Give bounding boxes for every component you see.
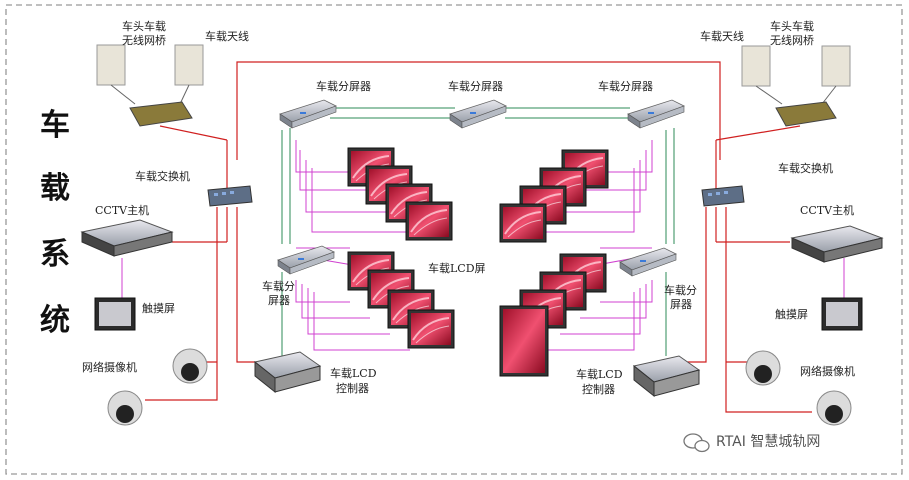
side-title-char: 统 [40,303,70,338]
lcd-screen-icon [407,309,455,349]
right-lcd-ctrl-label: 控制器 [582,382,615,396]
left-bridge-label: 无线网桥 [122,33,166,47]
antenna-panel-icon [741,45,771,87]
watermark: RTAI 智慧城轨网 [683,433,820,453]
left-antenna-label: 车载天线 [205,29,249,43]
lcd-group-bottom-right [499,253,607,377]
left-switch-label: 车载交换机 [135,169,190,183]
antenna-panel-icon [174,44,204,86]
left-lcd-ctrl-label: 车载LCD [330,366,377,380]
left-touch-label: 触摸屏 [142,301,175,315]
top-splitter-label: 车载分屏器 [316,79,371,93]
side-title: 车 载 系 统 [40,108,70,338]
wireless-bridge-icon [129,101,193,127]
top-splitter-label: 车载分屏器 [448,79,503,93]
right-camera-icon [745,350,852,426]
right-splitter-icon [619,247,677,277]
left-bridge [96,44,204,127]
right-lcd-controller-icon [632,355,701,398]
left-camera-label: 网络摄像机 [82,360,137,374]
top-splitter-icon [627,99,685,129]
right-antenna-label: 车载天线 [700,29,744,43]
top-splitter-label: 车载分屏器 [598,79,653,93]
left-switch-icon [207,185,253,207]
antenna-panel-icon [96,44,126,86]
right-switch-label: 车载交换机 [778,161,833,175]
watermark-text: RTAI 智慧城轨网 [716,434,820,450]
right-switch-icon [701,185,745,207]
right-splitter-label: 车载分 [664,283,697,297]
right-touchscreen-icon [821,297,863,331]
lcd-group-top-left [347,147,453,241]
side-title-char: 载 [40,171,70,206]
right-camera-label: 网络摄像机 [800,364,855,378]
left-splitter-label: 屏器 [268,294,290,307]
left-cctv-host-icon [80,219,174,257]
outer-border [5,4,903,475]
side-title-char: 系 [40,237,70,272]
antenna-panel-icon [821,45,851,87]
red-network-lines [145,61,812,413]
left-cctv-label: CCTV主机 [95,203,149,217]
lcd-group-top-right [499,149,609,243]
right-lcd-ctrl-label: 车载LCD [576,367,623,381]
left-splitter-label: 车载分 [262,279,295,293]
right-bridge-label: 无线网桥 [770,33,814,47]
right-cctv-label: CCTV主机 [800,203,854,217]
wireless-bridge-icon [775,101,837,127]
lcd-screen-icon [499,203,547,243]
magenta-signal-lines [121,140,845,351]
left-camera-icon [107,348,208,426]
side-title-char: 车 [40,108,70,143]
right-bridge-label: 车头车载 [770,19,814,33]
right-bridge [741,45,851,127]
top-splitter-icon [449,99,507,129]
top-splitter-icon [279,99,337,129]
lcd-label: 车载LCD屏 [428,261,486,275]
right-splitter-label: 屏器 [670,298,692,311]
green-video-lines [281,107,675,356]
left-lcd-controller-icon [253,351,322,394]
left-touchscreen-icon [94,297,136,331]
right-cctv-host-icon [790,225,884,263]
left-lcd-ctrl-label: 控制器 [336,381,369,395]
right-touch-label: 触摸屏 [775,307,808,321]
left-splitter-icon [277,245,335,275]
left-bridge-label: 车头车载 [122,19,166,33]
lcd-screen-icon [405,201,453,241]
